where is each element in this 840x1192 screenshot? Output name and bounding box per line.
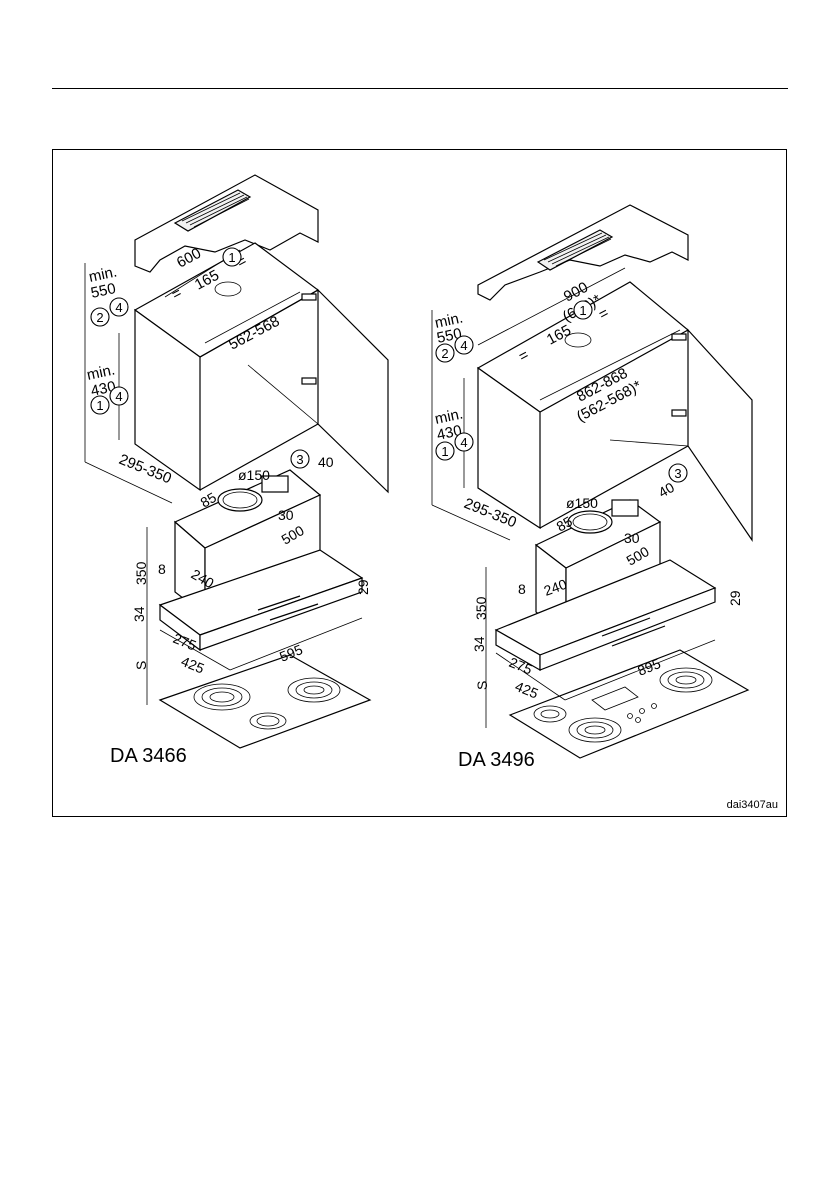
svg-text:3: 3 [296,452,303,467]
left-d29: 29 [355,579,371,595]
figure-reference-code: dai3407au [727,799,778,811]
left-circle-1b: 1 [91,396,109,414]
svg-text:4: 4 [460,435,467,450]
right-d34: 34 [471,636,487,652]
left-dia: ø150 [238,467,270,483]
right-circle-1b: 1 [436,442,454,460]
svg-text:1: 1 [579,303,586,318]
left-circle-4b: 4 [110,387,128,405]
right-circle-2: 2 [436,344,454,362]
right-s: S [474,681,490,690]
svg-text:2: 2 [441,346,448,361]
left-circle-1a: 1 [223,248,241,266]
right-dia: ø150 [566,495,598,511]
svg-text:4: 4 [460,338,467,353]
right-circle-3: 3 [669,464,687,482]
svg-text:4: 4 [115,389,122,404]
left-d425: 425 [179,653,207,677]
left-circle-2: 2 [91,308,109,326]
right-model-label: DA 3496 [458,749,535,771]
svg-text:1: 1 [96,398,103,413]
left-cabinet [135,243,388,492]
right-diagram: 900 (600)* 165 = = min. 550 min. 430 862… [432,205,752,771]
right-d40: 40 [656,479,678,501]
left-model-label: DA 3466 [110,745,187,767]
right-d8: 8 [518,581,526,597]
left-circle-3: 3 [291,450,309,468]
left-diagram: 600 165 = = min. 550 min. 430 562-568 29… [85,175,388,767]
svg-text:1: 1 [441,444,448,459]
right-circle-1a: 1 [574,301,592,319]
left-s: S [133,661,149,670]
left-d34: 34 [131,606,147,622]
right-d29: 29 [727,590,743,606]
right-circle-4a: 4 [455,336,473,354]
svg-text:2: 2 [96,310,103,325]
left-d40: 40 [318,454,334,470]
left-d8: 8 [158,561,166,577]
left-hood [160,470,362,650]
right-d425: 425 [513,678,541,702]
left-circle-4a: 4 [110,298,128,316]
svg-text:3: 3 [674,466,681,481]
right-d350: 350 [473,596,489,620]
svg-text:1: 1 [228,250,235,265]
right-circle-4b: 4 [455,433,473,451]
right-hood [496,500,715,670]
svg-text:4: 4 [115,300,122,315]
right-d30: 30 [624,530,640,546]
left-d350: 350 [133,561,149,585]
left-d30: 30 [278,507,294,523]
